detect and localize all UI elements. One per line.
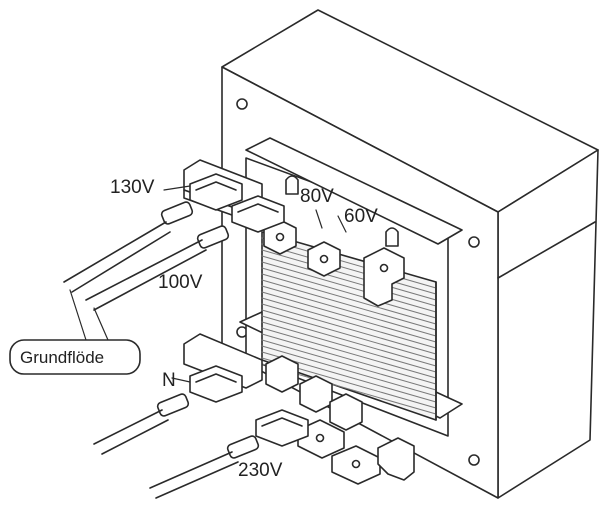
connector-holder bbox=[183, 333, 263, 389]
label-grundflode: Grundflöde bbox=[20, 348, 104, 367]
terminal-pin bbox=[285, 175, 299, 195]
terminal-tab bbox=[265, 355, 299, 393]
crimp-connector-100v bbox=[196, 195, 285, 249]
label-60v: 60V bbox=[344, 206, 378, 227]
wire-n bbox=[93, 409, 163, 445]
crimp-connector-130v bbox=[160, 173, 243, 225]
terminal-tab bbox=[329, 393, 363, 431]
leader-lines bbox=[69, 185, 347, 383]
crimp-connector-230v bbox=[226, 409, 309, 459]
label-230v: 230V bbox=[238, 460, 283, 481]
terminal-tab bbox=[377, 437, 415, 481]
terminal-tab bbox=[363, 247, 405, 307]
terminal-tab bbox=[299, 375, 333, 413]
mounting-hole bbox=[236, 98, 248, 110]
lower-terminal-block bbox=[183, 333, 415, 485]
terminal-pin bbox=[385, 227, 399, 247]
wire-100v bbox=[85, 239, 203, 301]
wire-230v bbox=[149, 451, 233, 489]
mounting-hole bbox=[468, 236, 480, 248]
label-n: N bbox=[162, 370, 176, 391]
mounting-hole bbox=[468, 454, 480, 466]
wire-130v bbox=[63, 221, 167, 283]
label-100v: 100V bbox=[158, 272, 203, 293]
grundflode-bubble bbox=[9, 339, 141, 375]
label-130v: 130V bbox=[110, 177, 155, 198]
wires bbox=[63, 221, 239, 499]
label-80v: 80V bbox=[300, 186, 334, 207]
crimp-connector-n bbox=[156, 365, 243, 417]
